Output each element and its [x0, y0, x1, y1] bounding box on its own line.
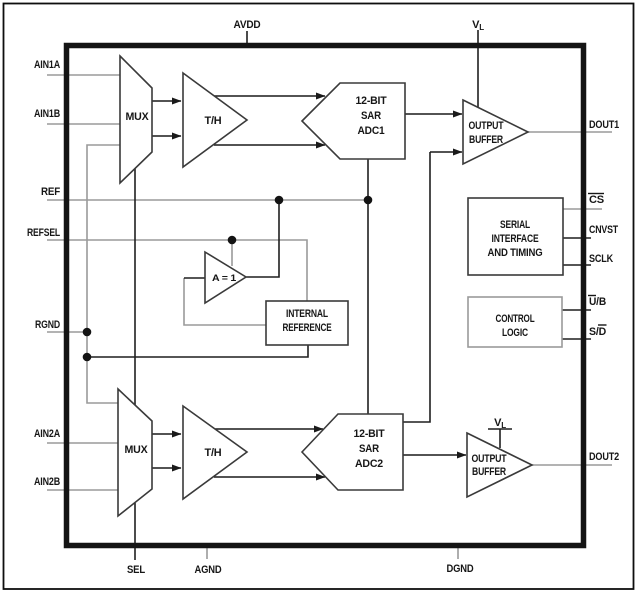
pin-sel: SEL: [127, 564, 145, 576]
junction-refsel-amp: [227, 235, 237, 245]
pin-ain1a: AIN1A: [34, 59, 60, 71]
pin-ain2a: AIN2A: [34, 428, 60, 440]
pin-labels: AVDD VL AIN1A AIN1B REF REFSEL RGND AIN2…: [27, 19, 619, 576]
output-buffer2-shape: [466, 431, 534, 499]
gray-wires: [47, 74, 612, 559]
vl-main: V: [472, 19, 480, 31]
pin-sclk: SCLK: [589, 253, 613, 265]
wire-refsel: [47, 239, 308, 301]
adc2-label-3: ADC2: [355, 458, 383, 470]
pin-sd: S/D: [589, 326, 606, 338]
adc2-label-1: 12-BIT: [354, 428, 385, 440]
vl-inner-subscript: L: [501, 421, 506, 430]
internal-reference-box: [265, 300, 349, 346]
junction-rgnd-rail: [82, 327, 92, 337]
blocks: [117, 54, 564, 518]
adc1-label-1: 12-BIT: [356, 95, 387, 107]
th2-shape: [182, 404, 249, 501]
vl-subscript: L: [479, 23, 484, 32]
wire-amp-feedback: [183, 278, 266, 326]
pin-dout2: DOUT2: [589, 451, 619, 463]
wire-refbuffer-out: [246, 200, 280, 278]
active-low-overlines: [588, 192, 607, 326]
junction-dots: [82, 195, 373, 362]
buffer1-label-1: OUTPUT: [469, 120, 504, 132]
buffer1-label-2: BUFFER: [469, 134, 503, 146]
pin-ain1b: AIN1B: [34, 108, 60, 120]
adc1-shape: [300, 82, 406, 160]
mux1-label: MUX: [126, 111, 150, 123]
pin-dout1: DOUT1: [589, 119, 619, 131]
control-logic-box: [467, 296, 563, 348]
pin-cnvst: CNVST: [589, 224, 618, 236]
adc1-label-3: ADC1: [358, 125, 385, 137]
mux1-shape: [119, 54, 153, 185]
intref-label-2: REFERENCE: [283, 322, 332, 334]
serial-label-1: SERIAL: [500, 219, 530, 231]
ref-buffer-gain-label: A = 1: [212, 273, 236, 283]
mux2-label: MUX: [125, 444, 149, 456]
pin-rgnd: RGND: [35, 319, 60, 331]
serial-label-2: INTERFACE: [492, 233, 539, 245]
pin-ref: REF: [41, 186, 60, 198]
pin-refsel: REFSEL: [27, 227, 60, 239]
vl-inner-label: VL: [494, 417, 506, 430]
th2-label: T/H: [205, 447, 222, 459]
mux2-shape: [117, 387, 153, 518]
pin-avdd: AVDD: [234, 19, 261, 31]
pin-vl-top: VL: [472, 19, 484, 32]
adc1-label-2: SAR: [361, 110, 381, 122]
wire-adc2-to-buffer1-riser: [403, 152, 431, 423]
wire-rgnd-rail: [86, 144, 120, 404]
junction-ref-adc: [363, 195, 373, 205]
th1-shape: [182, 71, 249, 169]
pin-ub: U/B: [589, 296, 606, 308]
chip-outline: [63, 42, 587, 549]
arrow-wires: [152, 92, 467, 481]
th1-label: T/H: [205, 115, 222, 127]
control-label-2: LOGIC: [502, 327, 528, 339]
buffer2-label-2: BUFFER: [472, 466, 506, 478]
pin-cs: CS: [589, 194, 604, 206]
junction-refbuffer-ref: [274, 195, 284, 205]
serial-label-3: AND TIMING: [488, 247, 543, 259]
adc2-label-2: SAR: [359, 443, 379, 455]
adc2-shape: [300, 413, 404, 491]
junction-intref-gnd: [82, 352, 92, 362]
intref-label-1: INTERNAL: [286, 308, 328, 320]
control-label-1: CONTROL: [496, 313, 535, 325]
output-buffer1-shape: [462, 98, 530, 166]
vl-inner-main: V: [494, 417, 502, 429]
buffer2-label-1: OUTPUT: [472, 453, 507, 465]
block-labels: MUX T/H 12-BIT SAR ADC1 OUTPUT BUFFER SE…: [125, 95, 543, 478]
wire-intref-gnd: [87, 345, 309, 358]
pin-ain2b: AIN2B: [34, 476, 60, 488]
pin-agnd: AGND: [195, 564, 222, 576]
pin-dgnd: DGND: [447, 563, 474, 575]
serial-interface-box: [467, 197, 564, 276]
ref-buffer-amp-shape: [204, 250, 248, 305]
